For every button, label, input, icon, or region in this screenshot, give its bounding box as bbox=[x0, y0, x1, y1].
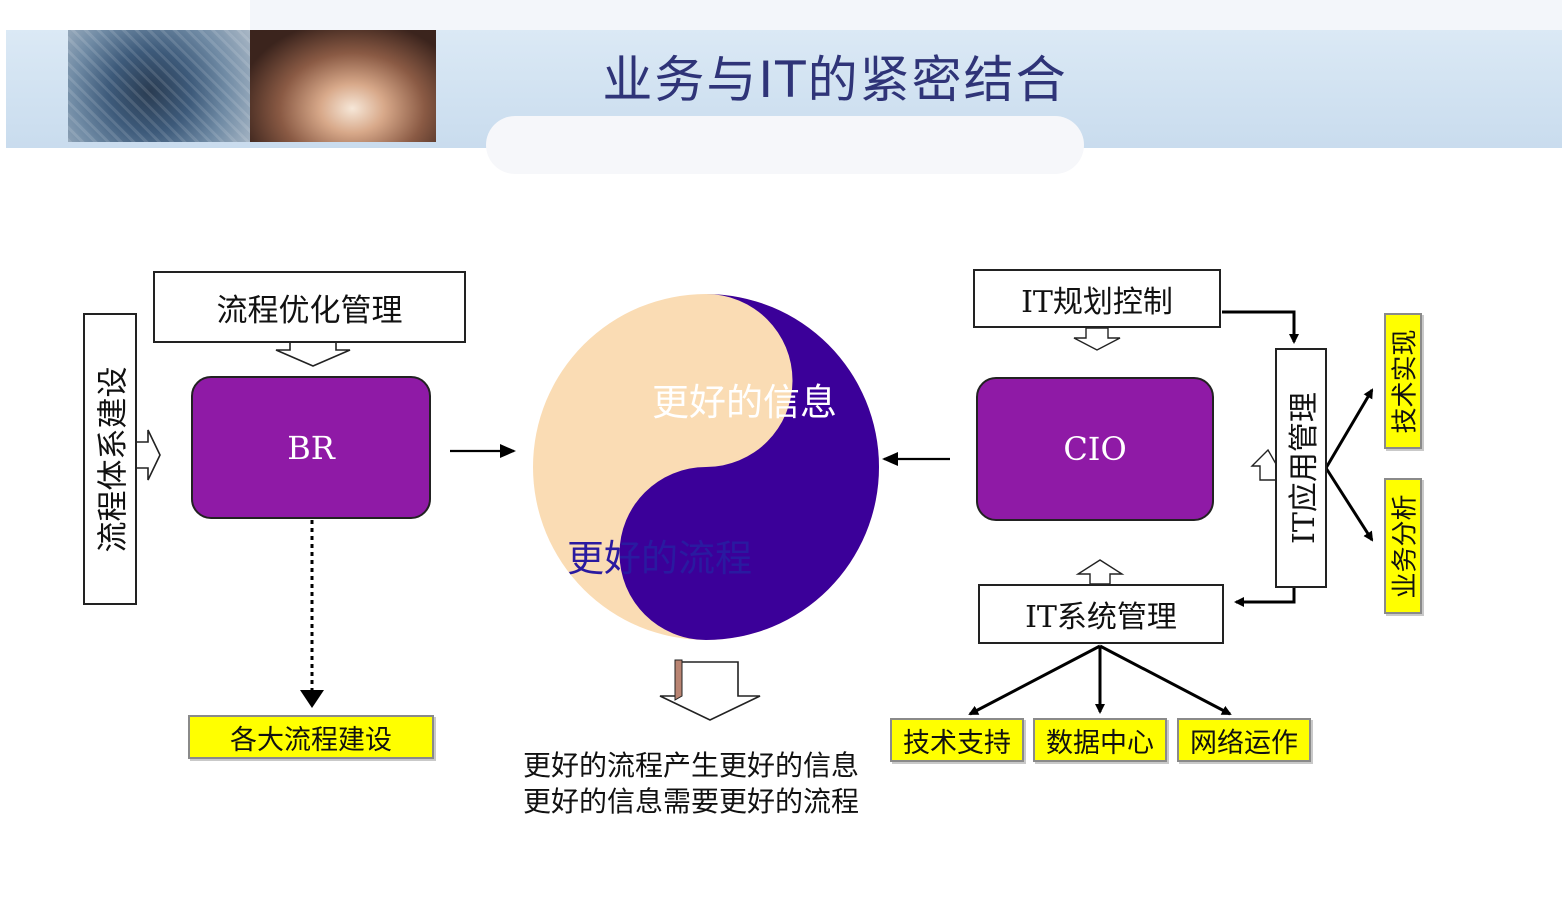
caption-line-1: 更好的流程产生更好的信息 bbox=[523, 749, 860, 782]
process-build-label: 各大流程建设 bbox=[230, 724, 392, 756]
header-top-strip bbox=[250, 0, 1562, 30]
better-process-label: 更好的流程 bbox=[567, 537, 752, 580]
biz-analysis-box: 业务分析 bbox=[1384, 478, 1422, 614]
title-shadow bbox=[486, 116, 1084, 174]
hollow-down-arrow-left bbox=[275, 339, 351, 367]
it-planning-label: IT规划控制 bbox=[1021, 284, 1173, 320]
tech-impl-box: 技术实现 bbox=[1384, 313, 1422, 449]
process-optimization-label: 流程优化管理 bbox=[216, 292, 403, 329]
tech-support-box: 技术支持 bbox=[890, 718, 1024, 762]
network-ops-label: 网络运作 bbox=[1190, 727, 1298, 759]
yin-yang-symbol bbox=[533, 294, 879, 640]
cio-box: CIO bbox=[976, 377, 1214, 521]
hollow-right-arrow-left bbox=[135, 429, 161, 481]
br-box: BR bbox=[191, 376, 431, 519]
arrow-sys-to-network bbox=[1099, 644, 1232, 716]
better-info-label: 更好的信息 bbox=[652, 381, 837, 424]
arrow-app-to-sysmgmt bbox=[1234, 588, 1296, 607]
it-app-mgmt-label: IT应用管理 bbox=[1287, 392, 1322, 544]
hollow-up-arrow-cio bbox=[1075, 559, 1125, 585]
process-system-box: 流程体系建设 bbox=[83, 313, 137, 605]
caption-line-2: 更好的信息需要更好的流程 bbox=[523, 785, 860, 818]
arrow-planning-to-app bbox=[1222, 310, 1299, 344]
circuit-board-photo bbox=[68, 30, 250, 142]
page-title: 业务与IT的紧密结合 bbox=[602, 51, 1068, 109]
network-ops-box: 网络运作 bbox=[1177, 718, 1311, 762]
data-center-box: 数据中心 bbox=[1033, 718, 1167, 762]
it-app-mgmt-box: IT应用管理 bbox=[1275, 348, 1327, 588]
biz-analysis-label: 业务分析 bbox=[1390, 493, 1421, 599]
hollow-down-arrow-right bbox=[1073, 327, 1121, 351]
arrow-sys-to-support bbox=[968, 644, 1101, 716]
hollow-down-arrow-center bbox=[659, 659, 761, 721]
it-planning-box: IT规划控制 bbox=[973, 269, 1221, 328]
it-sys-mgmt-box: IT系统管理 bbox=[978, 584, 1224, 644]
cio-label: CIO bbox=[1063, 430, 1127, 468]
hollow-up-arrow-app bbox=[1250, 448, 1277, 481]
globe-photo bbox=[250, 30, 436, 142]
process-build-box: 各大流程建设 bbox=[188, 715, 434, 759]
it-sys-mgmt-label: IT系统管理 bbox=[1025, 600, 1177, 635]
tech-support-label: 技术支持 bbox=[903, 727, 1011, 759]
br-label: BR bbox=[287, 428, 335, 467]
process-system-label: 流程体系建设 bbox=[95, 366, 132, 552]
data-center-label: 数据中心 bbox=[1046, 727, 1154, 759]
arrow-app-to-biz bbox=[1324, 467, 1374, 542]
process-optimization-box: 流程优化管理 bbox=[153, 271, 466, 343]
tech-impl-label: 技术实现 bbox=[1390, 328, 1421, 434]
arrow-app-to-tech bbox=[1324, 388, 1374, 469]
